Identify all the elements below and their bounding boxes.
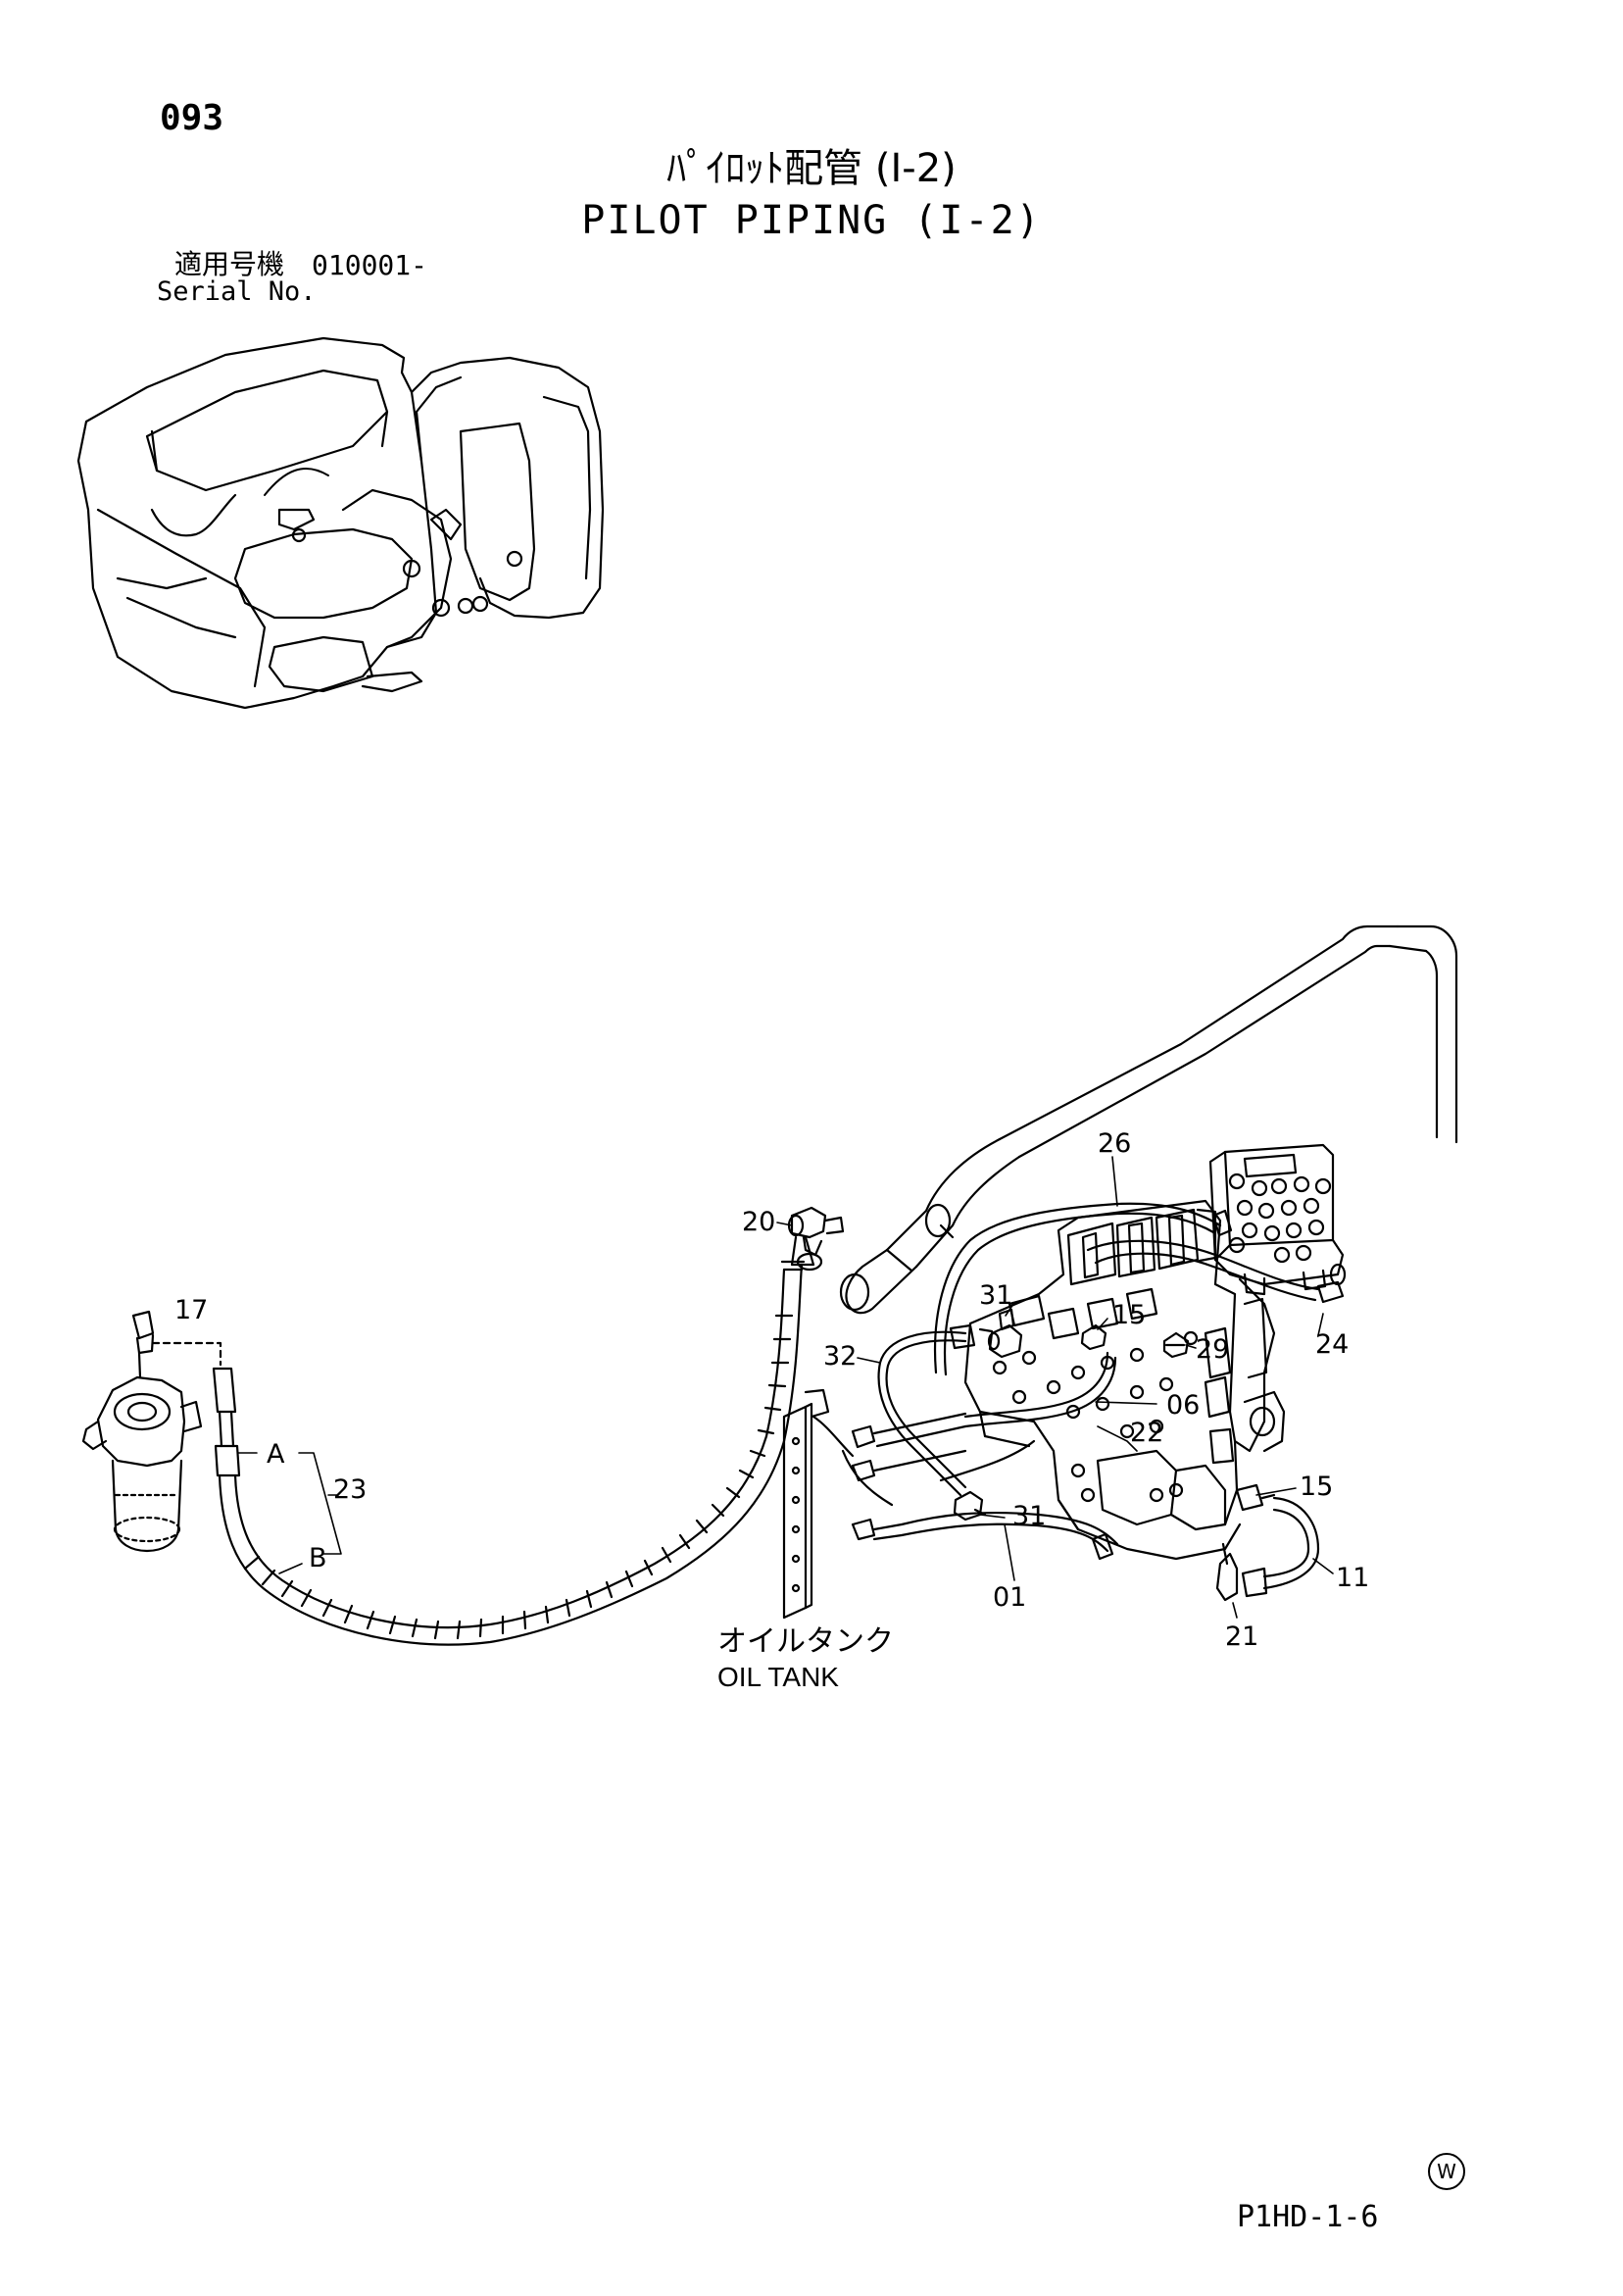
machine-key-map	[76, 336, 605, 710]
callout-11: 11	[1336, 1563, 1369, 1593]
title-japanese: ﾊﾟｲﾛｯﾄ配管 (I-2)	[666, 146, 957, 191]
callout-29: 29	[1196, 1334, 1229, 1365]
callout-23: 23	[333, 1474, 367, 1505]
callout-31-lower: 31	[1012, 1501, 1046, 1531]
serial-label-english: Serial No.	[157, 276, 317, 307]
callout-21: 21	[1225, 1622, 1258, 1652]
callout-26: 26	[1098, 1128, 1131, 1159]
callout-32: 32	[823, 1341, 857, 1372]
leader-lines	[237, 1156, 1334, 1619]
callout-20: 20	[742, 1207, 775, 1237]
filter-assembly	[81, 1310, 203, 1553]
return-pipe	[839, 924, 1458, 1315]
callout-17: 17	[174, 1295, 208, 1325]
document-code: P1HD-1-6	[1237, 2200, 1379, 2234]
elbow-fitting-20	[787, 1206, 845, 1272]
callout-15-upper: 15	[1112, 1300, 1146, 1330]
page-number: 093	[160, 98, 224, 138]
callout-06: 06	[1166, 1390, 1200, 1421]
watermark-w-mark: W	[1428, 2153, 1465, 2190]
serial-label-japanese: 適用号機	[174, 248, 285, 280]
hose-24	[1086, 1239, 1345, 1304]
callout-15-lower: 15	[1300, 1472, 1333, 1502]
hose-32	[877, 1323, 976, 1497]
solenoid-valve-block	[1208, 1143, 1347, 1296]
serial-number-value: 010001-	[312, 249, 428, 281]
callout-24: 24	[1315, 1329, 1349, 1360]
tank-connectors	[804, 1388, 1119, 1561]
hose-26	[933, 1202, 1233, 1376]
callout-31-upper: 31	[979, 1280, 1012, 1311]
oil-tank-label-japanese: オイルタンク	[717, 1624, 894, 1659]
hose-22	[939, 1351, 1117, 1482]
control-valve	[963, 1199, 1286, 1561]
callout-22: 22	[1130, 1418, 1163, 1448]
callout-01: 01	[993, 1582, 1026, 1613]
title-english: PILOT PIPING (I-2)	[581, 198, 1042, 243]
hose-11	[1215, 1483, 1320, 1602]
leader-17	[151, 1341, 222, 1367]
oil-tank-bracket	[782, 1402, 813, 1620]
fitting-31-upper	[978, 1308, 1023, 1359]
callout-B: B	[309, 1543, 327, 1573]
oil-tank-label-english: OIL TANK	[717, 1662, 839, 1692]
callout-labels: 26 20 17 31 15 29 24 32 06 22 A 23 B 15 …	[174, 1128, 1369, 1652]
hose-23	[212, 1235, 815, 1646]
callout-A: A	[267, 1439, 285, 1470]
